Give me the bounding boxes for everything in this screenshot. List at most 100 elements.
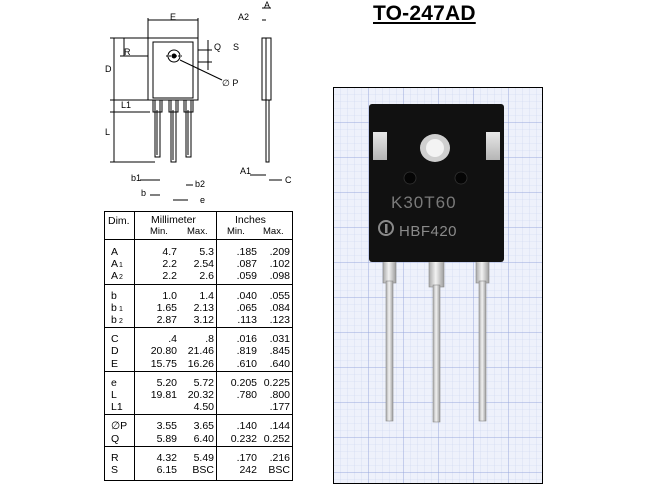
cell-imax: .098 <box>269 270 290 283</box>
dimension-table: Dim. Millimeter Inches Min. Max. Min. Ma… <box>104 211 293 481</box>
cell-mmin: 6.15 <box>156 464 177 476</box>
infineon-logo-icon <box>378 220 394 236</box>
outline-drawing: E A2 A R Q S D ∅ P L1 L b1 b b2 e A1 C <box>105 0 292 205</box>
lead-right <box>185 99 192 158</box>
cell-mmin: .4 <box>168 333 177 346</box>
cell-imax: .845 <box>269 345 290 358</box>
table-row: C.4.8.016.031 <box>105 333 292 345</box>
cell-mmin: 19.81 <box>150 389 177 401</box>
cell-dim-subscript: 2 <box>119 274 123 282</box>
cell-dim: D <box>111 345 119 358</box>
cell-mmax: 21.46 <box>187 345 214 358</box>
cell-mmin: 5.89 <box>156 432 177 445</box>
cell-imin: .087 <box>236 258 257 271</box>
cell-mmin: 2.2 <box>162 258 177 271</box>
cell-dim: R <box>111 451 119 464</box>
photo-lead-left <box>385 280 394 422</box>
cell-imin: .610 <box>236 357 257 370</box>
cell-mmax: 20.32 <box>187 389 214 401</box>
cell-imin: .140 <box>236 420 257 433</box>
photo-lead-center <box>432 284 441 423</box>
cell-mmax: 6.40 <box>193 432 214 445</box>
cell-imax: 0.225 <box>263 376 290 389</box>
cell-dim: S <box>111 464 119 476</box>
package-inner-outline <box>152 41 194 99</box>
label-A2: A2 <box>238 12 249 22</box>
cell-mmin: 4.7 <box>162 246 177 258</box>
lead-center <box>170 99 177 163</box>
cell-imax: .800 <box>269 389 290 401</box>
cell-dim: A <box>111 246 119 258</box>
photo-marking-lot-code: HBF420 <box>399 223 457 240</box>
cell-imin: .040 <box>236 289 257 302</box>
label-A: A <box>264 0 270 10</box>
photo-tab-right <box>486 132 500 160</box>
photo-package-body <box>369 104 504 262</box>
cell-mmin: 1.0 <box>162 289 177 302</box>
label-C: C <box>285 175 292 185</box>
cell-mmax: 1.4 <box>199 289 214 302</box>
cell-mmin: 4.32 <box>156 451 177 464</box>
cell-dim: L <box>111 389 117 401</box>
label-b: b <box>141 188 146 198</box>
cell-imax: .031 <box>269 333 290 346</box>
cell-imin: 242 <box>239 464 257 476</box>
cell-imax: .055 <box>269 289 290 302</box>
header-in-min: Min. <box>227 226 245 237</box>
cell-imax: .102 <box>269 258 290 271</box>
header-inches: Inches <box>235 214 266 226</box>
header-mm-min: Min. <box>150 226 168 237</box>
cell-imin: .819 <box>236 345 257 358</box>
cell-mmin: 3.55 <box>156 420 177 433</box>
cell-mmin: 2.2 <box>162 270 177 283</box>
table-row: D 20.80 21.46 .819 .845 <box>105 345 292 357</box>
cell-dim: C <box>111 333 119 346</box>
cell-mmin: 20.80 <box>150 345 177 358</box>
label-S: S <box>233 42 239 52</box>
cell-imax: .209 <box>269 246 290 258</box>
cell-imin: .016 <box>236 333 257 346</box>
package-title: TO-247AD <box>373 2 476 25</box>
package-body-front <box>147 37 199 101</box>
cell-mmax: 3.12 <box>193 314 214 326</box>
cell-dim: b <box>111 314 117 326</box>
label-Q: Q <box>214 42 221 52</box>
photo-marking-part-number: K30T60 <box>391 193 457 212</box>
cell-dim: L1 <box>111 401 123 414</box>
lead-left <box>154 99 161 158</box>
cell-mmax: 5.3 <box>199 246 214 258</box>
cell-mmin: 2.87 <box>156 314 177 326</box>
label-b1: b1 <box>131 173 141 183</box>
label-b2: b2 <box>195 179 205 189</box>
cell-dim: Q <box>111 432 120 445</box>
cell-mmax: 16.26 <box>187 357 214 370</box>
cell-dim-subscript: 1 <box>119 305 123 313</box>
header-dim: Dim. <box>108 215 130 227</box>
cell-mmax: 2.54 <box>193 258 214 271</box>
label-L1: L1 <box>121 100 131 110</box>
cell-imin: .065 <box>236 301 257 314</box>
label-D: D <box>105 64 112 74</box>
cell-mmax: 5.72 <box>193 376 214 389</box>
header-mm-max: Max. <box>187 226 208 237</box>
cell-dim-subscript: 1 <box>119 262 123 270</box>
cell-imin: .170 <box>236 451 257 464</box>
cell-imin: 0.232 <box>230 432 257 445</box>
cell-imax: .216 <box>269 451 290 464</box>
cell-dim: ∅P <box>111 420 128 433</box>
cell-mmin: 5.20 <box>156 376 177 389</box>
cell-dim-subscript: 2 <box>119 318 123 325</box>
header-in-max: Max. <box>263 226 284 237</box>
